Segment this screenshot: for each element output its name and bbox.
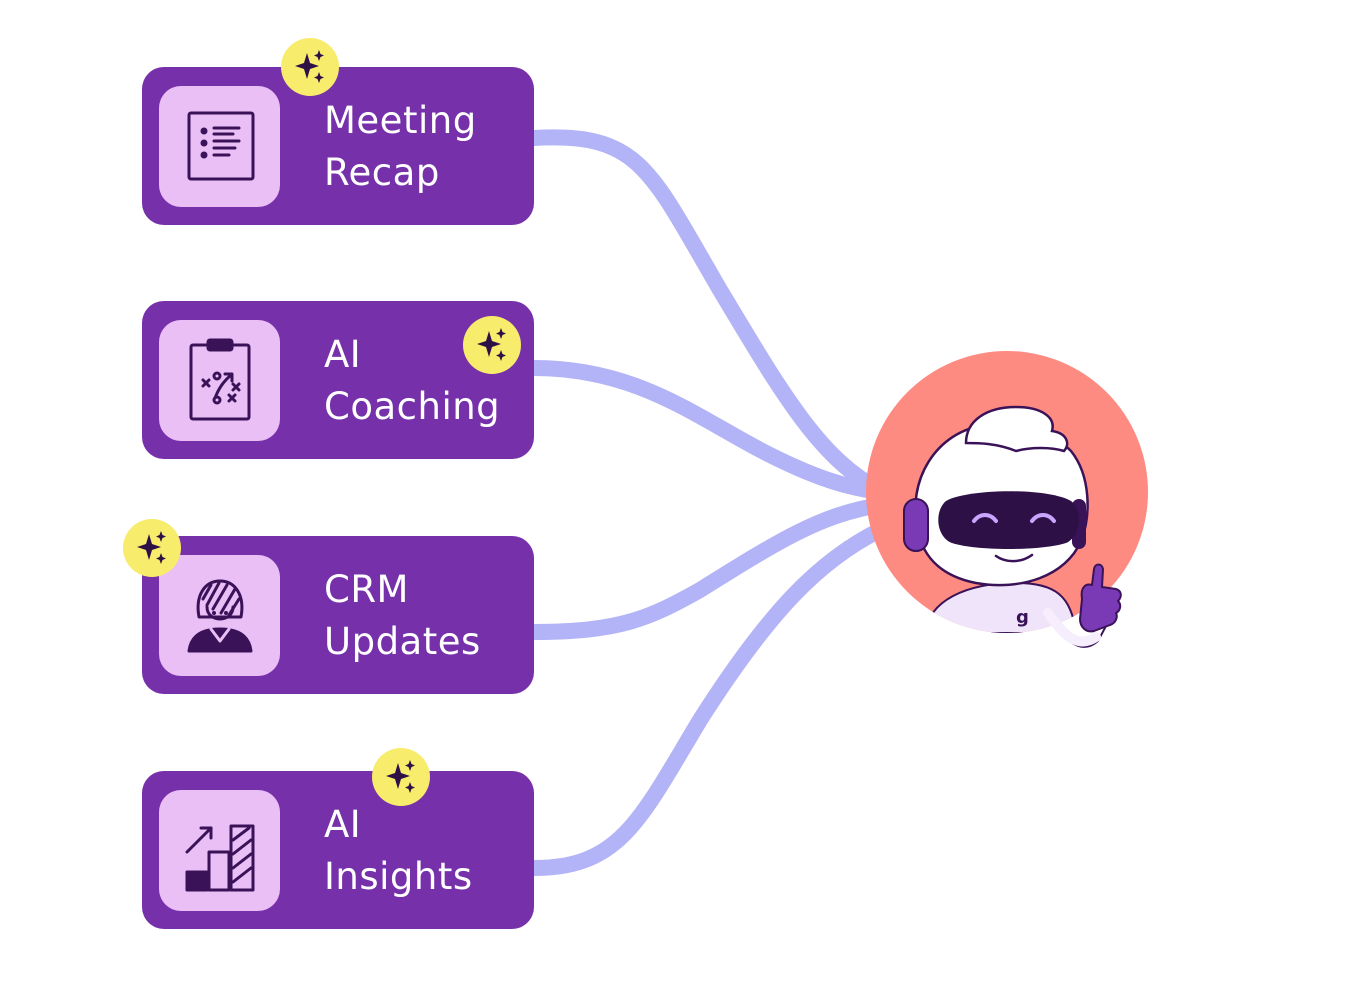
card-label: CRM Updates: [324, 568, 481, 663]
bar-chart-growth-icon: [185, 824, 255, 892]
document-list-icon: [187, 111, 255, 181]
card-label: AI Insights: [324, 803, 473, 898]
tile-meeting-recap: [159, 86, 280, 207]
sparkle-badge-icon: [281, 38, 339, 96]
connector-meeting-recap: [526, 129, 888, 498]
tile-crm-updates: [159, 555, 280, 676]
sparkle-badge-icon: [372, 748, 430, 806]
tile-ai-insights: [159, 790, 280, 911]
person-avatar-icon: [187, 579, 253, 653]
card-label: Meeting Recap: [324, 99, 477, 194]
connector-ai-coaching: [526, 360, 888, 500]
connector-crm-updates: [526, 497, 888, 640]
card-ai-insights[interactable]: AI Insights: [142, 771, 534, 929]
sparkle-badge-icon: [123, 519, 181, 577]
card-label: AI Coaching: [324, 333, 501, 428]
card-crm-updates[interactable]: CRM Updates: [142, 536, 534, 694]
svg-text:g: g: [1016, 607, 1029, 628]
sparkle-badge-icon: [463, 316, 521, 374]
clipboard-play-icon: [189, 338, 251, 421]
connector-ai-insights: [526, 522, 888, 876]
robot-mascot-icon: g: [903, 405, 1122, 648]
card-meeting-recap[interactable]: Meeting Recap: [142, 67, 534, 225]
tile-ai-coaching: [159, 320, 280, 441]
